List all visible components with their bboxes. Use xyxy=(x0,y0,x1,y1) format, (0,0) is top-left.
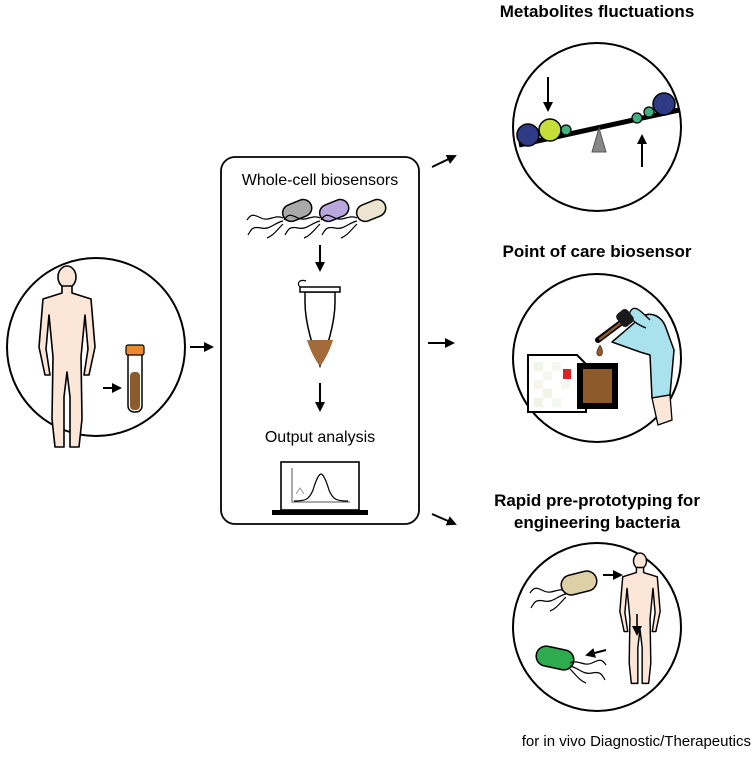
biosensor-panel xyxy=(220,156,420,525)
sample-collection-circle xyxy=(6,257,186,448)
arrow-icon xyxy=(585,648,607,658)
rapid-prototyping-title-line1: Rapid pre-prototyping for xyxy=(494,491,700,510)
seesaw-icon xyxy=(516,92,680,153)
biosensors-label: Whole-cell biosensors xyxy=(241,172,399,189)
arrow-icon xyxy=(431,154,457,168)
monitor-curve-icon xyxy=(272,461,368,515)
sample-tube-icon xyxy=(125,344,145,413)
arrow-icon xyxy=(431,513,457,526)
bacteria-cell-icon xyxy=(535,645,607,684)
eppendorf-tube-icon xyxy=(297,279,341,369)
point-of-care-title: Point of care biosensor xyxy=(502,242,692,261)
metabolites-title: Metabolites fluctuations xyxy=(499,2,695,21)
metabolites-circle xyxy=(512,42,682,212)
output-analysis-label: Output analysis xyxy=(264,429,376,446)
bacteria-cell-icon xyxy=(320,198,387,239)
point-of-care-circle xyxy=(512,273,682,443)
rapid-prototyping-title-line2: engineering bacteria xyxy=(513,513,681,532)
test-strip-icon xyxy=(527,354,618,413)
bacteria-cell-icon xyxy=(529,570,598,612)
footer-note: for in vivo Diagnostic/Therapeutics xyxy=(521,733,751,750)
dropper-hand-icon xyxy=(595,307,675,426)
engineering-bacteria-circle xyxy=(512,542,682,712)
